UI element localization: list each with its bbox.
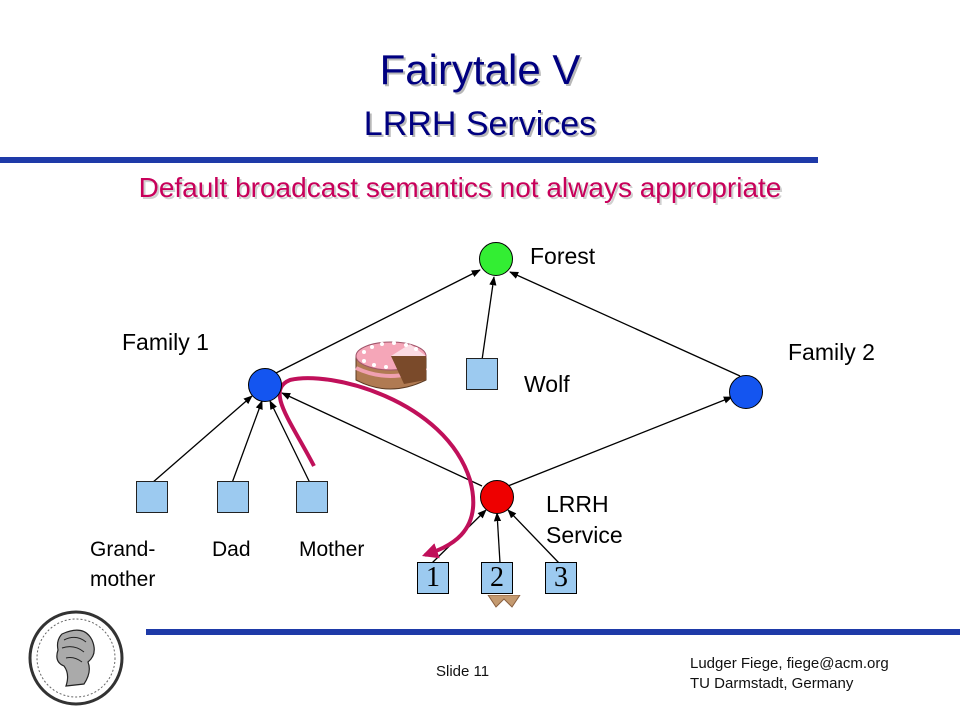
edge-mother-family1: [269, 400, 311, 484]
wolf-box: [466, 358, 498, 390]
title-divider: [0, 157, 818, 163]
slide-number-value: 11: [473, 663, 490, 680]
headline: Default broadcast semantics not always a…: [138, 172, 782, 203]
lrrh-service-node: [480, 480, 514, 514]
cake-icon: [355, 341, 427, 390]
lrrh-service-label-line1: LRRH: [546, 491, 609, 517]
family1-node: [248, 368, 282, 402]
slide-label: Slide: [436, 663, 470, 680]
dad-box: [217, 481, 249, 513]
cake-slice-fragment: [487, 595, 521, 608]
edge-box3-service: [507, 509, 560, 564]
edge-dad-family1: [231, 400, 263, 484]
edge-service-family1: [281, 392, 483, 487]
affiliation-line: TU Darmstadt, Germany: [690, 675, 854, 692]
edge-service-family2: [507, 396, 733, 487]
slide-number: Slide 11: [436, 662, 489, 682]
university-seal-logo: [28, 610, 124, 706]
edge-box2-service: [493, 512, 502, 564]
forest-node: [479, 242, 513, 276]
author-line: Ludger Fiege, fiege@acm.org: [690, 655, 889, 672]
edge-wolf-forest: [481, 276, 497, 361]
slide-subtitle: LRRH Services: [363, 105, 597, 143]
family2-node: [729, 375, 763, 409]
footer-divider: [146, 629, 960, 635]
wolf-label: Wolf: [524, 371, 570, 397]
edge-family2-forest: [509, 271, 741, 377]
subscriber-box-2: 2: [481, 562, 513, 594]
grandmother-label-line1: Grand-: [90, 538, 156, 561]
grandmother-label-line2: mother: [90, 568, 156, 591]
family1-label: Family 1: [122, 329, 209, 355]
delivery-curve-arrow: [277, 376, 476, 559]
mother-box: [296, 481, 328, 513]
slide-title: Fairytale V: [379, 46, 581, 93]
subscriber-box-1: 1: [417, 562, 449, 594]
dad-label: Dad: [212, 538, 251, 561]
edge-grandmother-family1: [151, 395, 253, 484]
mother-label: Mother: [299, 538, 365, 561]
family2-label: Family 2: [788, 339, 875, 365]
subscriber-box-3: 3: [545, 562, 577, 594]
forest-label: Forest: [530, 243, 596, 269]
grandmother-box: [136, 481, 168, 513]
lrrh-service-label-line2: Service: [546, 522, 623, 548]
edge-family1-forest: [271, 269, 481, 376]
